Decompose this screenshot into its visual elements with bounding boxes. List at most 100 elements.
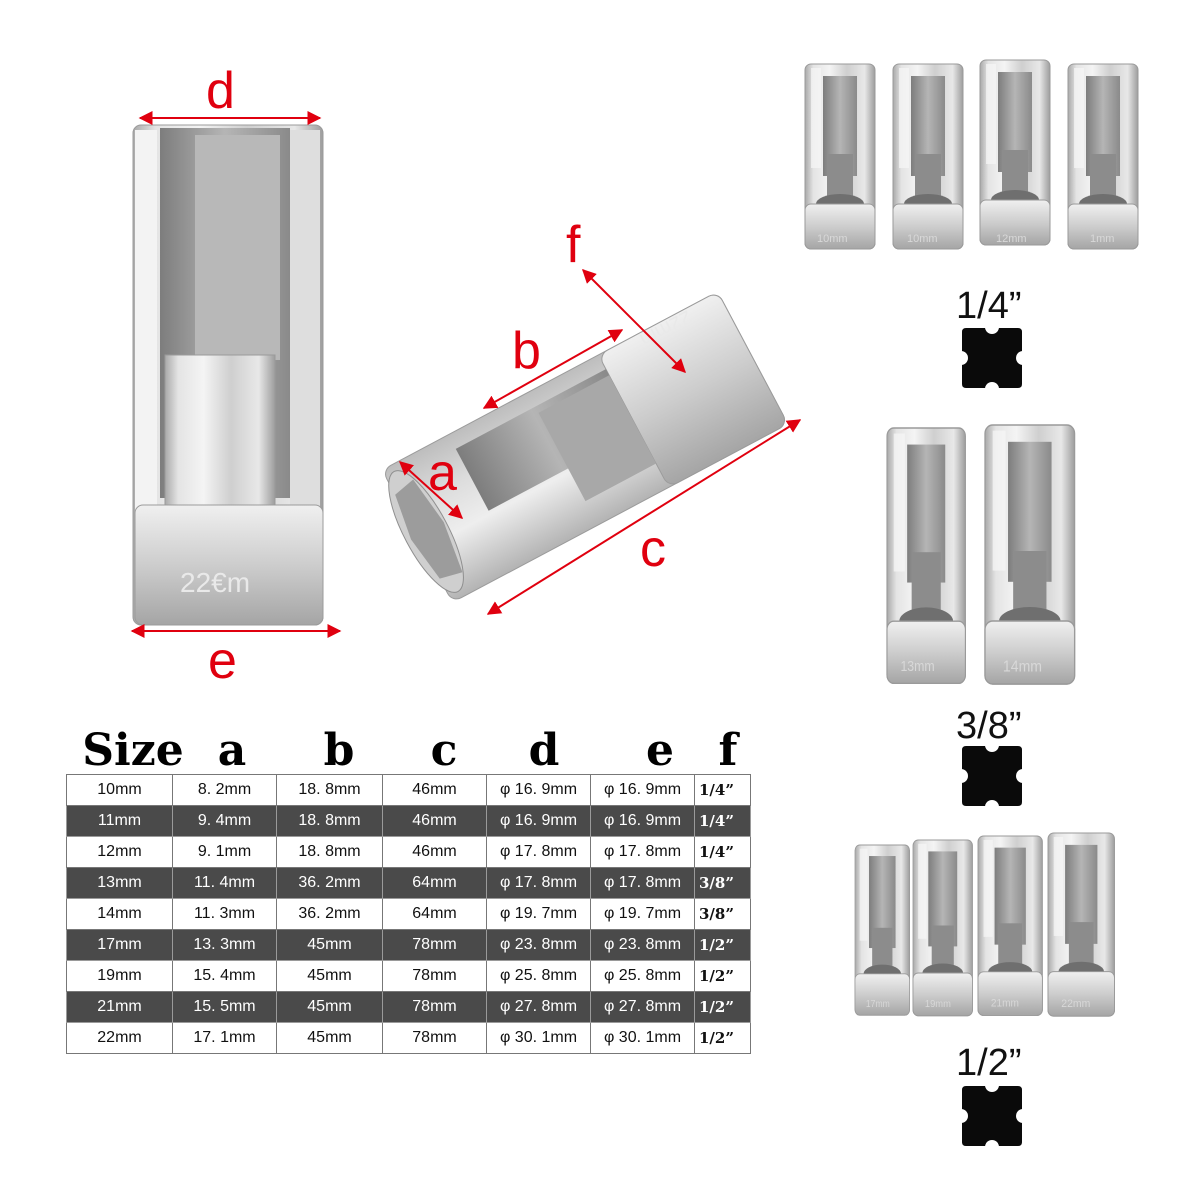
upright-socket-etch: 22€m	[180, 567, 250, 598]
table-cell: 13. 3mm	[172, 929, 277, 961]
table-cell: 17mm	[66, 929, 173, 961]
table-cell: φ 16. 9mm	[590, 774, 695, 806]
table-cell: 13mm	[66, 867, 173, 899]
table-cell: 11mm	[66, 805, 173, 837]
table-cell: φ 23. 8mm	[486, 929, 591, 961]
table-cell: 64mm	[382, 898, 487, 930]
table-cell: 3/8”	[694, 867, 751, 899]
square-drive-icon	[954, 738, 1030, 814]
mini-socket-label: 22mm	[1061, 998, 1090, 1010]
table-cell: φ 23. 8mm	[590, 929, 695, 961]
table-cell: 19mm	[66, 960, 173, 992]
table-cell: φ 17. 8mm	[486, 836, 591, 868]
table-cell: φ 17. 8mm	[486, 867, 591, 899]
table-cell: 45mm	[276, 929, 383, 961]
table-cell: φ 25. 8mm	[486, 960, 591, 992]
table-cell: 22mm	[66, 1022, 173, 1054]
dimension-f-arrow	[582, 269, 686, 373]
table-cell: 10mm	[66, 774, 173, 806]
mini-socket: 17mm	[854, 844, 911, 1016]
table-cell: 3/8”	[694, 898, 751, 930]
square-drive-icon	[954, 320, 1030, 396]
table-cell: 1/4”	[694, 836, 751, 868]
table-cell: 1/2”	[694, 960, 751, 992]
table-cell: 15. 5mm	[172, 991, 277, 1023]
table-cell: 11. 4mm	[172, 867, 277, 899]
mini-socket: 10mm	[892, 63, 964, 250]
table-cell: 45mm	[276, 1022, 383, 1054]
table-cell: 18. 8mm	[276, 805, 383, 837]
table-cell: 46mm	[382, 774, 487, 806]
dimension-c-arrow	[486, 419, 802, 615]
drive-size-label: 1/4”	[956, 285, 1021, 327]
mini-socket: 19mm	[912, 839, 973, 1017]
dimension-label-f: f	[566, 216, 581, 274]
table-cell: 36. 2mm	[276, 867, 383, 899]
mini-socket: 13mm	[886, 427, 967, 684]
table-cell: φ 30. 1mm	[590, 1022, 695, 1054]
mini-socket-label: 10mm	[817, 233, 848, 245]
table-cell: 14mm	[66, 898, 173, 930]
dimension-a-arrow	[398, 461, 464, 519]
table-cell: 46mm	[382, 805, 487, 837]
mini-socket: 22mm	[1047, 832, 1115, 1017]
table-cell: 1/4”	[694, 774, 751, 806]
table-cell: 1/4”	[694, 805, 751, 837]
table-cell: 15. 4mm	[172, 960, 277, 992]
table-cell: 8. 2mm	[172, 774, 277, 806]
table-cell: 12mm	[66, 836, 173, 868]
table-cell: φ 19. 7mm	[486, 898, 591, 930]
mini-socket-label: 10mm	[907, 233, 938, 245]
table-cell: φ 17. 8mm	[590, 867, 695, 899]
table-cell: φ 30. 1mm	[486, 1022, 591, 1054]
table-cell: 78mm	[382, 1022, 487, 1054]
mini-socket-label: 12mm	[996, 233, 1027, 245]
header-a: a	[217, 725, 247, 776]
mini-socket-label: 21mm	[991, 999, 1019, 1010]
table-cell: 17. 1mm	[172, 1022, 277, 1054]
drive-group-three-eighths: 13mm 14mm 3/8”	[886, 424, 1076, 814]
table-cell: 64mm	[382, 867, 487, 899]
mini-socket-label: 1mm	[1090, 233, 1114, 245]
table-cell: 1/2”	[694, 929, 751, 961]
table-cell: 1/2”	[694, 991, 751, 1023]
table-cell: φ 27. 8mm	[486, 991, 591, 1023]
table-cell: 1/2”	[694, 1022, 751, 1054]
square-drive-icon	[954, 1078, 1030, 1154]
table-cell: 45mm	[276, 991, 383, 1023]
mini-socket-label: 14mm	[1003, 659, 1042, 676]
drive-group-half: 17mm 19mm 21mm 22mm 1/2”	[854, 832, 1115, 1154]
table-cell: 9. 1mm	[172, 836, 277, 868]
mini-socket: 12mm	[979, 59, 1051, 246]
header-size: Size	[82, 725, 184, 776]
table-cell: 21mm	[66, 991, 173, 1023]
dimension-label-a: a	[428, 444, 457, 502]
table-cell: φ 19. 7mm	[590, 898, 695, 930]
table-cell: 18. 8mm	[276, 774, 383, 806]
table-cell: 45mm	[276, 960, 383, 992]
dimension-label-b: b	[512, 322, 541, 380]
table-cell: 9. 4mm	[172, 805, 277, 837]
dimension-label-c: c	[640, 520, 666, 578]
dimension-label-e: e	[208, 632, 237, 690]
header-b: b	[323, 725, 355, 776]
header-e: e	[646, 725, 674, 776]
mini-socket: 1mm	[1067, 63, 1139, 250]
mini-socket: 21mm	[977, 835, 1043, 1016]
table-cell: 11. 3mm	[172, 898, 277, 930]
drive-group-quarter: 10mm 10mm 12mm 1mm 1/4”	[804, 59, 1139, 396]
mini-socket: 14mm	[984, 424, 1076, 685]
table-cell: 46mm	[382, 836, 487, 868]
table-cell: 78mm	[382, 929, 487, 961]
table-cell: φ 16. 9mm	[486, 774, 591, 806]
table-cell: φ 16. 9mm	[486, 805, 591, 837]
